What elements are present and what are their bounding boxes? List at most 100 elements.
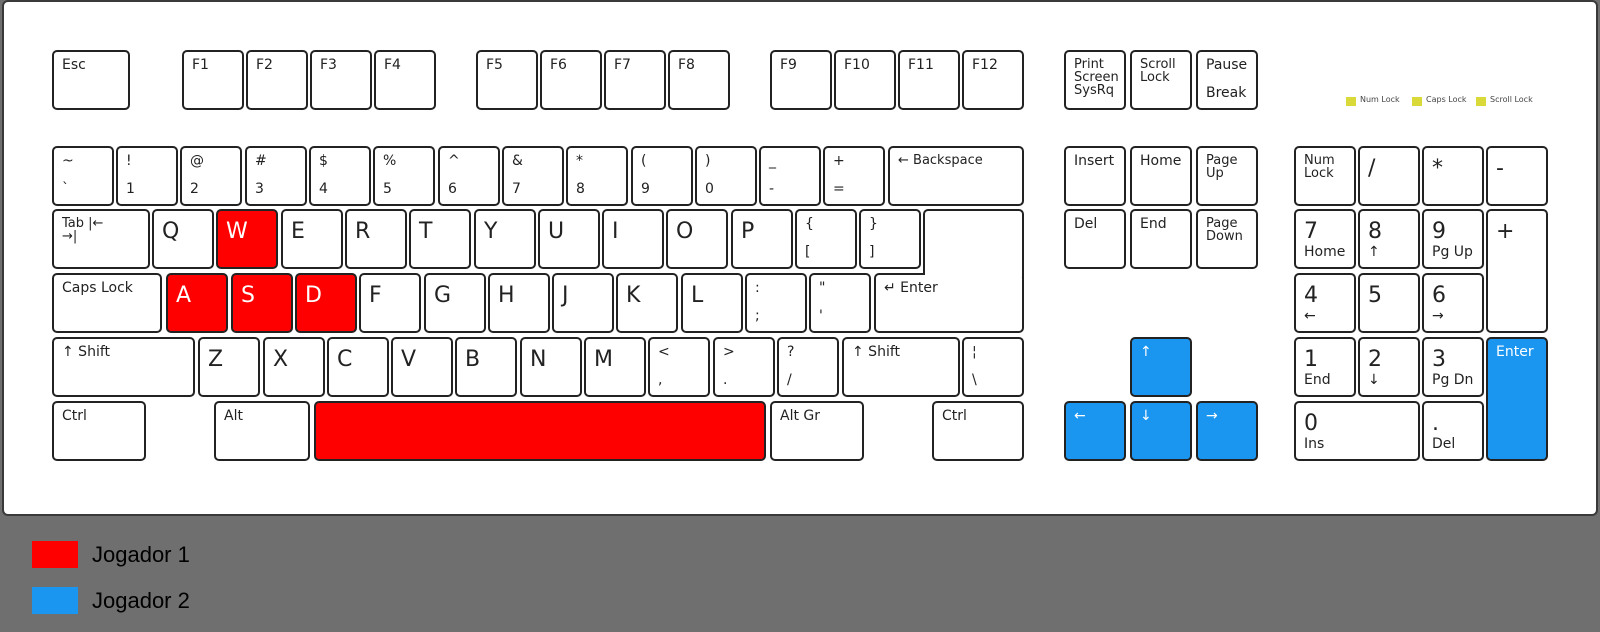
key-home-t: Home	[1140, 153, 1182, 169]
key-w: W	[216, 209, 278, 269]
key-8-b: 8	[576, 181, 585, 197]
key-6-b: 6	[448, 181, 457, 197]
key-semicolon: :;	[745, 273, 807, 333]
key-y: Y	[474, 209, 536, 269]
key-7-b: 7	[512, 181, 521, 197]
key-bkey-big: B	[465, 347, 481, 372]
key-r: R	[345, 209, 407, 269]
key-2: @2	[180, 146, 242, 206]
key-q-big: Q	[162, 219, 180, 244]
key-0-t: )	[705, 153, 711, 169]
key-lbrace-t: {	[805, 216, 814, 232]
key-s: S	[231, 273, 293, 333]
key-h: H	[488, 273, 550, 333]
key-semicolon-t: :	[755, 280, 760, 296]
key-g: G	[424, 273, 486, 333]
key-4: $4	[309, 146, 371, 206]
key-rbrace: }]	[859, 209, 921, 269]
key-3: #3	[245, 146, 307, 206]
key-space	[314, 401, 766, 461]
key-l: L	[681, 273, 743, 333]
key-slash-t: ?	[787, 344, 795, 360]
key-num6-b: →	[1432, 308, 1444, 324]
key-r-big: R	[355, 219, 371, 244]
key-right-t: →	[1206, 408, 1218, 424]
key-f-big: F	[369, 283, 382, 308]
legend-label-player1: Jogador 1	[92, 542, 190, 567]
key-k-big: K	[626, 283, 641, 308]
key-backslash-t: ¦	[972, 344, 977, 360]
key-backspace-t: ← Backspace	[898, 153, 983, 168]
key-nummul-big: *	[1432, 156, 1443, 181]
key-j-big: J	[562, 283, 569, 308]
key-9: (9	[631, 146, 693, 206]
key-w-big: W	[226, 219, 248, 244]
key-p-big: P	[741, 219, 755, 244]
key-left: ←	[1064, 401, 1126, 461]
key-6-t: ^	[448, 153, 460, 169]
key-num5: 5	[1358, 273, 1420, 333]
key-rshift-t: ↑ Shift	[852, 344, 901, 360]
key-esc: Esc	[52, 50, 130, 110]
key-num8: 8↑	[1358, 209, 1420, 269]
key-semicolon-b: ;	[755, 308, 760, 324]
key-backslash: ¦\	[962, 337, 1024, 397]
key-insert-t: Insert	[1074, 153, 1115, 169]
key-altgr: Alt Gr	[770, 401, 864, 461]
key-num3-b: Pg Dn	[1432, 372, 1474, 388]
key-f6-t: F6	[550, 57, 567, 73]
key-rctrl-t: Ctrl	[942, 408, 967, 424]
key-5-t: %	[383, 153, 397, 169]
key-pageup-t: Page Up	[1206, 153, 1238, 181]
key-up-t: ↑	[1140, 344, 1152, 360]
key-f1: F1	[182, 50, 244, 110]
key-x-big: X	[273, 347, 289, 372]
key-equals-b: =	[833, 181, 845, 197]
key-y-big: Y	[484, 219, 498, 244]
key-num7-big: 7	[1304, 219, 1318, 244]
key-enter-upper	[923, 209, 1024, 279]
key-numenter-t: Enter	[1496, 344, 1534, 360]
key-8-t: *	[576, 153, 583, 169]
key-tilde-b: `	[62, 181, 69, 197]
key-slash-b: /	[787, 372, 792, 388]
key-rbrace-b: ]	[869, 244, 875, 260]
key-f: F	[359, 273, 421, 333]
key-num8-big: 8	[1368, 219, 1382, 244]
key-o: O	[666, 209, 728, 269]
key-7: &7	[502, 146, 564, 206]
key-e: E	[281, 209, 343, 269]
key-h-big: H	[498, 283, 515, 308]
key-period: >.	[713, 337, 775, 397]
key-end-t: End	[1140, 216, 1167, 232]
key-down: ↓	[1130, 401, 1192, 461]
key-period-b: .	[723, 372, 728, 388]
key-f10-t: F10	[844, 57, 870, 73]
key-f12-t: F12	[972, 57, 998, 73]
key-alt-t: Alt	[224, 408, 243, 424]
key-u-big: U	[548, 219, 565, 244]
key-e-big: E	[291, 219, 305, 244]
key-g-big: G	[434, 283, 452, 308]
key-num4: 4←	[1294, 273, 1356, 333]
key-num4-b: ←	[1304, 308, 1316, 324]
key-1-b: 1	[126, 181, 135, 197]
key-comma: <,	[648, 337, 710, 397]
key-home: Home	[1130, 146, 1192, 206]
key-num5-big: 5	[1368, 283, 1382, 308]
key-comma-t: <	[658, 344, 670, 360]
key-numadd-big: +	[1496, 219, 1515, 244]
key-rbrace-t: }	[869, 216, 878, 232]
key-n: N	[520, 337, 582, 397]
key-num2: 2↓	[1358, 337, 1420, 397]
key-f5: F5	[476, 50, 538, 110]
key-insert: Insert	[1064, 146, 1126, 206]
key-lctrl-t: Ctrl	[62, 408, 87, 424]
key-3-b: 3	[255, 181, 264, 197]
key-lshift: ↑ Shift	[52, 337, 195, 397]
led-scroll-lock	[1476, 97, 1486, 106]
key-4-b: 4	[319, 181, 328, 197]
key-num3-big: 3	[1432, 347, 1446, 372]
